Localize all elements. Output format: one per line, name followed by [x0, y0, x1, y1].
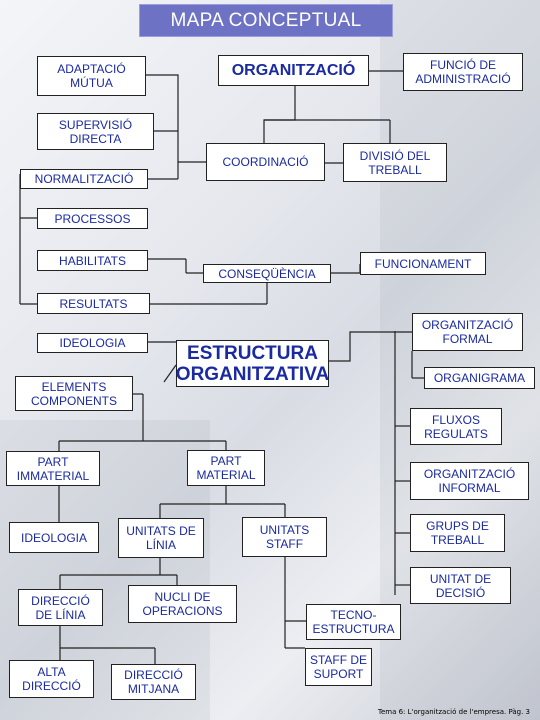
node-direccio-linia: DIRECCIÓ DE LÍNIA	[18, 589, 103, 626]
node-organigrama: ORGANIGRAMA	[424, 367, 535, 389]
node-organitzacio: ORGANITZACIÓ	[218, 55, 369, 86]
node-habilitats: HABILITATS	[37, 250, 148, 271]
node-unitats-linia: UNITATS DE LÍNIA	[118, 518, 204, 558]
node-unitats-staff: UNITATS STAFF	[242, 517, 327, 557]
node-grups-treball: GRUPS DE TREBALL	[410, 514, 505, 552]
node-ideologia-top: IDEOLOGIA	[37, 333, 148, 353]
node-funcionament: FUNCIONAMENT	[360, 252, 486, 275]
node-part-immaterial: PART IMMATERIAL	[6, 451, 100, 486]
node-part-material: PART MATERIAL	[187, 450, 265, 486]
node-estructura-organitzativa: ESTRUCTURA ORGANITZATIVA	[176, 340, 329, 387]
node-funcio-administracio: FUNCIÓ DE ADMINISTRACIÓ	[403, 53, 523, 91]
node-coordinacio: COORDINACIÓ	[206, 143, 325, 181]
node-organitzacio-formal: ORGANITZACIÓ FORMAL	[412, 313, 523, 351]
node-unitat-decisio: UNITAT DE DECISIÓ	[410, 567, 511, 604]
node-adaptacio-mutua: ADAPTACIÓ MÚTUA	[37, 56, 146, 96]
page-footer: Tema 6: L'organització de l'empresa. Pàg…	[377, 708, 530, 716]
node-supervisio-directa: SUPERVISIÓ DIRECTA	[37, 113, 154, 150]
node-staff-suport: STAFF DE SUPORT	[305, 648, 372, 686]
node-alta-direccio: ALTA DIRECCIÓ	[9, 660, 94, 698]
node-nucli-operacions: NUCLI DE OPERACIONS	[128, 585, 237, 623]
node-organitzacio-informal: ORGANITZACIÓ INFORMAL	[410, 462, 529, 500]
node-elements-components: ELEMENTS COMPONENTS	[15, 376, 133, 411]
node-direccio-mitjana: DIRECCIÓ MITJANA	[111, 664, 196, 700]
node-processos: PROCESSOS	[37, 208, 148, 229]
node-normalitzacio: NORMALITZACIÓ	[20, 169, 148, 189]
node-consequencia: CONSEQÜÈNCIA	[203, 264, 331, 283]
node-tecnoestructura: TECNO- ESTRUCTURA	[306, 604, 401, 640]
node-ideologia-bottom: IDEOLOGIA	[9, 522, 99, 553]
node-divisio-treball: DIVISIÓ DEL TREBALL	[343, 143, 447, 182]
node-fluxos-regulats: FLUXOS REGULATS	[410, 408, 502, 445]
node-resultats: RESULTATS	[37, 293, 150, 314]
page-title: MAPA CONCEPTUAL	[139, 4, 393, 37]
